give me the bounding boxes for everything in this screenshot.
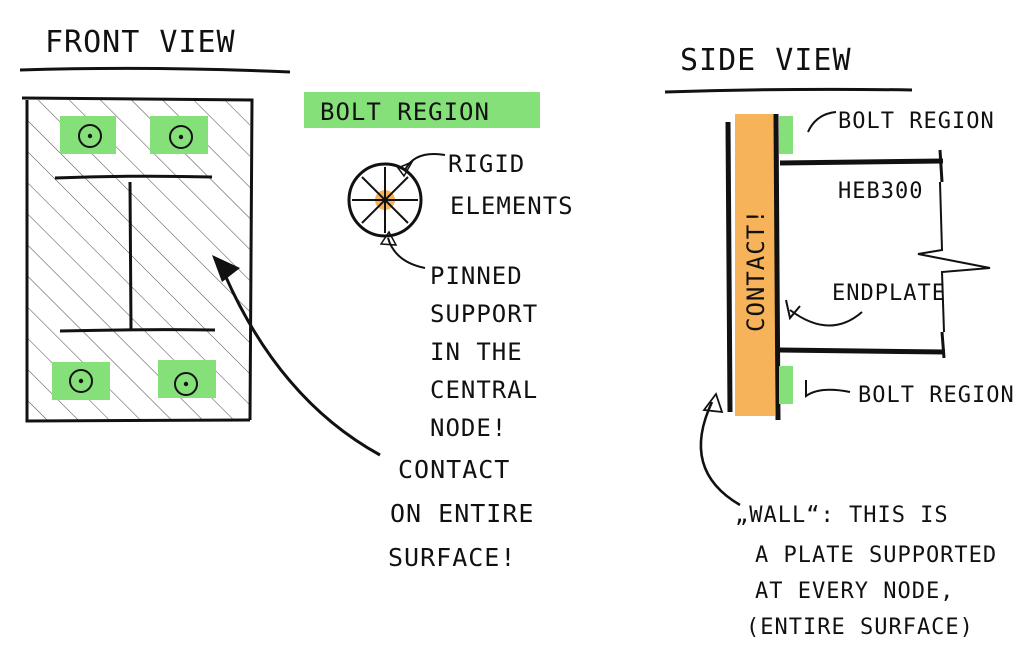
- wall-note-line-1: „WALL“: THIS IS: [735, 503, 949, 528]
- rigid-elements-label: RIGID ELEMENTS: [448, 150, 574, 220]
- pinned-label-line-5: NODE!: [430, 414, 507, 442]
- bolt-region-legend-label: BOLT REGION: [320, 98, 490, 126]
- pinned-label-line-4: CENTRAL: [430, 376, 538, 404]
- contact-strip: [735, 114, 775, 416]
- wall-line: [725, 121, 733, 413]
- endplate-leader: [789, 309, 863, 327]
- contact-strip-label: CONTACT!: [742, 208, 770, 332]
- rigid-label-line-1: RIGID: [448, 150, 525, 178]
- front-view-title: FRONT VIEW: [45, 25, 236, 60]
- pinned-support-arrowhead: [379, 230, 398, 246]
- bolt-region-top-left: [60, 116, 116, 154]
- heb-section-side: [779, 149, 991, 359]
- bolt-region-top-right: [150, 116, 208, 154]
- contact-note: CONTACT ON ENTIRE SURFACE!: [388, 455, 551, 572]
- side-bolt-region-top: [779, 116, 793, 154]
- bolt-region-bottom-label: BOLT REGION: [858, 383, 1015, 408]
- pinned-label-line-3: IN THE: [430, 338, 523, 366]
- heb-section-front: [54, 174, 216, 333]
- side-bolt-region-bottom: [779, 366, 793, 404]
- pinned-support-label: PINNED SUPPORT IN THE CENTRAL NODE!: [430, 262, 554, 442]
- wall-note-line-2: A PLATE SUPPORTED: [755, 543, 997, 568]
- wall-note-line-4: (ENTIRE SURFACE): [746, 615, 974, 640]
- wall-note-line-3: AT EVERY NODE,: [755, 579, 954, 604]
- contact-note-line-1: CONTACT: [398, 455, 510, 484]
- side-view-title: SIDE VIEW: [680, 43, 852, 78]
- pinned-label-line-1: PINNED: [430, 262, 523, 290]
- rigid-elements-symbol: [347, 162, 423, 238]
- wall-note: „WALL“: THIS IS A PLATE SUPPORTED AT EVE…: [735, 503, 1011, 640]
- rigid-elements-leader: [404, 153, 446, 171]
- side-view-title-underline: [664, 87, 913, 94]
- contact-arrow: [212, 255, 381, 457]
- endplate-label: ENDPLATE: [832, 281, 946, 306]
- bolt-region-legend-swatch: [304, 92, 540, 128]
- bolt-region-bottom-leader: [805, 380, 851, 398]
- bolt-region-top-leader: [807, 111, 837, 133]
- endplate-arrowhead: [785, 299, 801, 321]
- front-view-title-underline: [19, 66, 291, 74]
- bolt-region-top-label: BOLT REGION: [838, 109, 995, 134]
- contact-note-line-2: ON ENTIRE: [390, 499, 534, 528]
- bolt-region-bottom-right: [158, 360, 216, 398]
- pinned-support-leader: [387, 237, 426, 269]
- wall-arrow: [699, 392, 741, 507]
- rigid-label-line-2: ELEMENTS: [450, 192, 574, 220]
- pinned-label-line-2: SUPPORT: [430, 300, 538, 328]
- heb300-label: HEB300: [838, 179, 923, 204]
- endplate-line: [773, 113, 781, 421]
- contact-note-line-3: SURFACE!: [388, 543, 516, 572]
- bolt-region-bottom-left: [52, 362, 110, 400]
- rigid-elements-arrowhead: [396, 160, 414, 178]
